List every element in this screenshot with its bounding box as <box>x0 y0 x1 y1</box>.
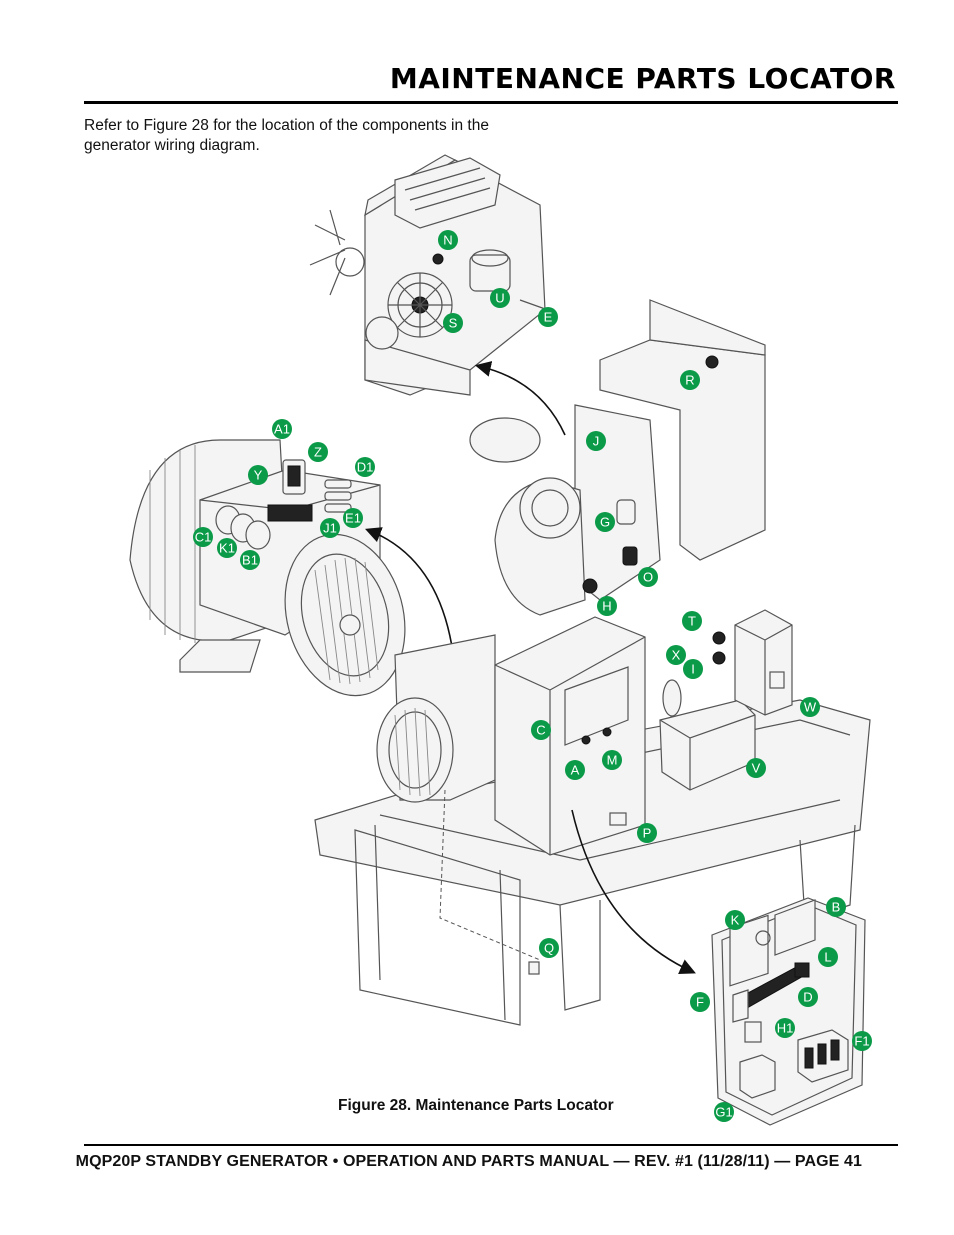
svg-text:S: S <box>449 316 458 331</box>
svg-text:U: U <box>495 291 504 306</box>
svg-text:Q: Q <box>544 941 554 956</box>
generator-assembly-illustration <box>314 299 871 1026</box>
callout-N: N <box>438 230 458 250</box>
callout-Q: Q <box>539 938 559 958</box>
svg-text:W: W <box>804 700 817 715</box>
svg-text:J1: J1 <box>323 521 337 536</box>
svg-text:X: X <box>672 648 681 663</box>
callout-B1: B1 <box>240 550 260 570</box>
svg-text:I: I <box>691 662 695 677</box>
svg-text:A1: A1 <box>274 422 290 437</box>
callout-A: A <box>565 760 585 780</box>
callout-V: V <box>746 758 766 778</box>
callout-A1: A1 <box>272 419 292 439</box>
callout-G: G <box>595 512 615 532</box>
callout-H: H <box>597 596 617 616</box>
callout-D1: D1 <box>355 457 375 477</box>
footer-rule <box>84 1144 898 1146</box>
svg-text:Y: Y <box>254 468 263 483</box>
callout-M: M <box>602 750 622 770</box>
callout-W: W <box>800 697 820 717</box>
svg-text:T: T <box>688 614 696 629</box>
svg-text:K: K <box>731 913 740 928</box>
figure-caption: Figure 28. Maintenance Parts Locator <box>338 1097 614 1114</box>
callout-H1: H1 <box>775 1018 795 1038</box>
svg-text:E: E <box>544 310 553 325</box>
svg-text:C: C <box>536 723 545 738</box>
engine-illustration <box>309 154 549 396</box>
page-title: MAINTENANCE PARTS LOCATOR <box>389 62 896 95</box>
svg-text:D: D <box>803 990 812 1005</box>
callout-S: S <box>443 313 463 333</box>
svg-text:B1: B1 <box>242 553 258 568</box>
callout-X: X <box>666 645 686 665</box>
svg-text:K1: K1 <box>219 541 235 556</box>
svg-text:N: N <box>443 233 452 248</box>
callout-C: C <box>531 720 551 740</box>
page-footer: MQP20P STANDBY GENERATOR • OPERATION AND… <box>75 1153 862 1170</box>
svg-text:E1: E1 <box>345 511 361 526</box>
control-box-detail-illustration <box>711 897 866 1126</box>
callout-J1: J1 <box>320 518 340 538</box>
header-rule <box>84 101 898 104</box>
callout-L: L <box>818 947 838 967</box>
callout-F: F <box>690 992 710 1012</box>
svg-text:V: V <box>752 761 761 776</box>
intro-paragraph: Refer to Figure 28 for the location of t… <box>84 117 489 154</box>
callout-T: T <box>682 611 702 631</box>
svg-text:G1: G1 <box>715 1105 732 1120</box>
callout-K: K <box>725 910 745 930</box>
callout-C1: C1 <box>193 527 213 547</box>
callout-Z: Z <box>308 442 328 462</box>
callout-B: B <box>826 897 846 917</box>
svg-text:F1: F1 <box>854 1034 869 1049</box>
svg-text:J: J <box>593 434 600 449</box>
svg-text:H: H <box>602 599 611 614</box>
svg-text:R: R <box>685 373 694 388</box>
svg-text:H1: H1 <box>777 1021 794 1036</box>
alternator-illustration <box>129 439 406 697</box>
callout-U: U <box>490 288 510 308</box>
svg-text:M: M <box>607 753 618 768</box>
svg-text:G: G <box>600 515 610 530</box>
callout-J: J <box>586 431 606 451</box>
svg-text:C1: C1 <box>195 530 212 545</box>
callout-O: O <box>638 567 658 587</box>
svg-text:A: A <box>571 763 580 778</box>
callout-I: I <box>683 659 703 679</box>
callout-E1: E1 <box>343 508 363 528</box>
svg-text:Z: Z <box>314 445 322 460</box>
callout-G1: G1 <box>714 1102 734 1122</box>
callout-K1: K1 <box>217 538 237 558</box>
callout-R: R <box>680 370 700 390</box>
svg-text:B: B <box>832 900 841 915</box>
callout-E: E <box>538 307 558 327</box>
svg-text:P: P <box>643 826 652 841</box>
svg-text:F: F <box>696 995 704 1010</box>
svg-text:D1: D1 <box>357 460 374 475</box>
callout-F1: F1 <box>852 1031 872 1051</box>
svg-text:O: O <box>643 570 653 585</box>
callout-P: P <box>637 823 657 843</box>
callout-D: D <box>798 987 818 1007</box>
callout-Y: Y <box>248 465 268 485</box>
svg-text:L: L <box>824 950 831 965</box>
